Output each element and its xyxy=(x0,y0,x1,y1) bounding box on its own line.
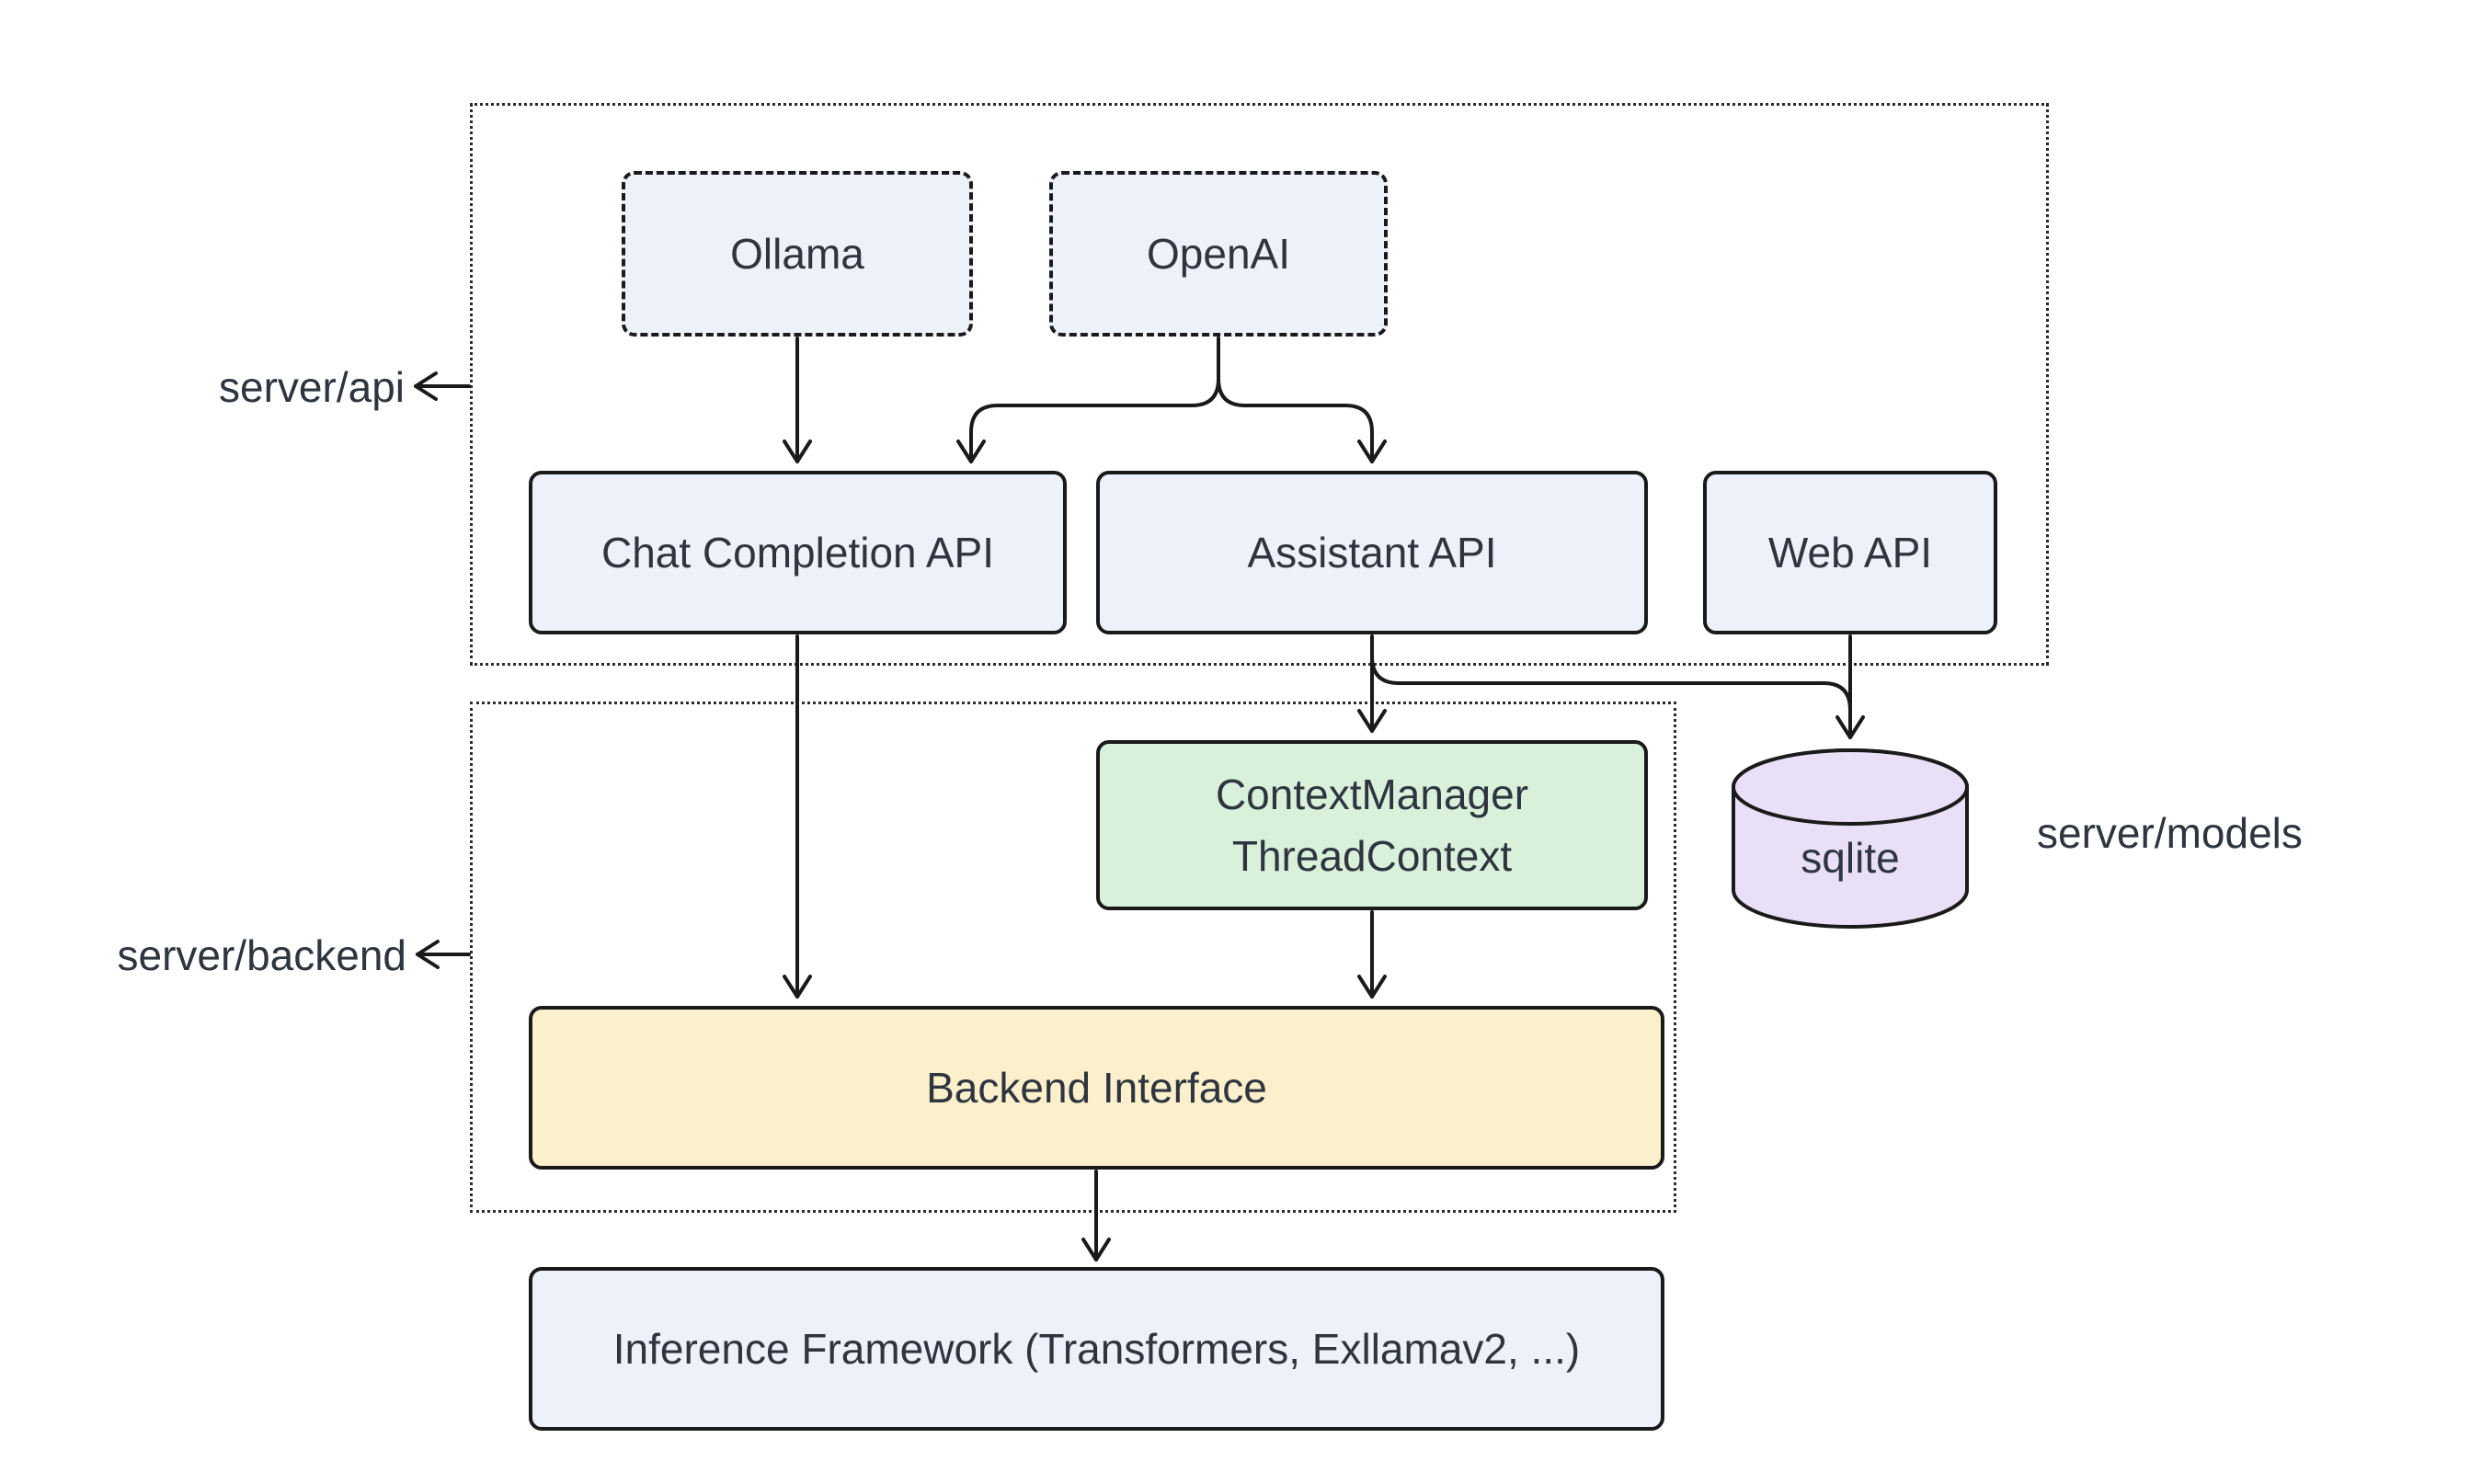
node-ollama: Ollama xyxy=(622,171,973,337)
label-server-backend: server/backend xyxy=(117,931,407,979)
node-openai-label: OpenAI xyxy=(1147,230,1290,278)
node-chat-completion-api-label: Chat Completion API xyxy=(600,529,994,576)
node-backend-interface-label: Backend Interface xyxy=(926,1064,1267,1112)
node-context-manager: ContextManager ThreadContext xyxy=(1096,740,1648,910)
node-web-api-label: Web API xyxy=(1767,529,1933,576)
node-ollama-label: Ollama xyxy=(730,230,864,278)
node-backend-interface: Backend Interface xyxy=(529,1006,1664,1170)
node-context-manager-line2: ThreadContext xyxy=(1231,831,1513,880)
node-inference-framework-label: Inference Framework (Transformers, Exlla… xyxy=(612,1325,1581,1373)
node-inference-framework: Inference Framework (Transformers, Exlla… xyxy=(529,1267,1664,1431)
node-openai: OpenAI xyxy=(1049,171,1388,337)
container-server-backend xyxy=(470,702,1676,1213)
node-assistant-api: Assistant API xyxy=(1096,471,1648,634)
node-assistant-api-label: Assistant API xyxy=(1247,529,1497,576)
node-chat-completion-api: Chat Completion API xyxy=(529,471,1067,634)
node-web-api: Web API xyxy=(1703,471,1997,634)
sqlite-cylinder-top xyxy=(1732,748,1969,826)
label-server-models: server/models xyxy=(2037,809,2303,857)
node-context-manager-line1: ContextManager xyxy=(1215,770,1529,818)
node-sqlite-label: sqlite xyxy=(1801,834,1900,882)
label-server-api: server/api xyxy=(219,363,405,411)
container-server-api xyxy=(470,103,2049,666)
